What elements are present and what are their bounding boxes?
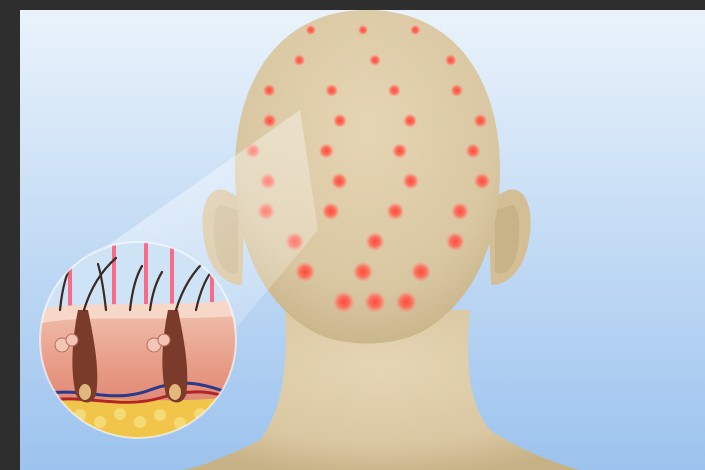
scalp-illustration <box>20 10 705 470</box>
light-dot-icon <box>365 232 384 251</box>
light-dot-icon <box>353 262 373 282</box>
light-dot-icon <box>322 202 340 220</box>
light-dot-icon <box>333 114 347 128</box>
light-dot-icon <box>465 143 480 158</box>
light-dot-icon <box>410 25 420 35</box>
light-dot-icon <box>369 54 381 66</box>
light-dot-icon <box>403 114 417 128</box>
light-dot-icon <box>402 173 419 190</box>
light-dot-icon <box>474 173 491 190</box>
light-dot-icon <box>293 54 305 66</box>
light-dot-icon <box>388 84 401 97</box>
light-dot-icon <box>319 143 334 158</box>
light-dot-icon <box>386 202 404 220</box>
light-dot-icon <box>306 25 316 35</box>
light-dot-icon <box>450 84 463 97</box>
light-dot-icon <box>358 25 368 35</box>
light-dot-icon <box>263 84 276 97</box>
light-dot-icon <box>295 262 315 282</box>
light-dot-icon <box>445 54 457 66</box>
light-dot-icon <box>451 202 469 220</box>
light-dot-icon <box>331 173 348 190</box>
light-dot-icon <box>473 114 487 128</box>
light-dot-icon <box>446 232 465 251</box>
illustration-canvas <box>20 10 705 470</box>
light-dot-icon <box>333 291 355 313</box>
light-dot-icon <box>395 291 417 313</box>
light-dot-icon <box>364 291 386 313</box>
light-dot-icon <box>263 114 277 128</box>
light-dot-icon <box>325 84 338 97</box>
light-dot-icon <box>411 262 431 282</box>
light-dot-icon <box>392 143 407 158</box>
